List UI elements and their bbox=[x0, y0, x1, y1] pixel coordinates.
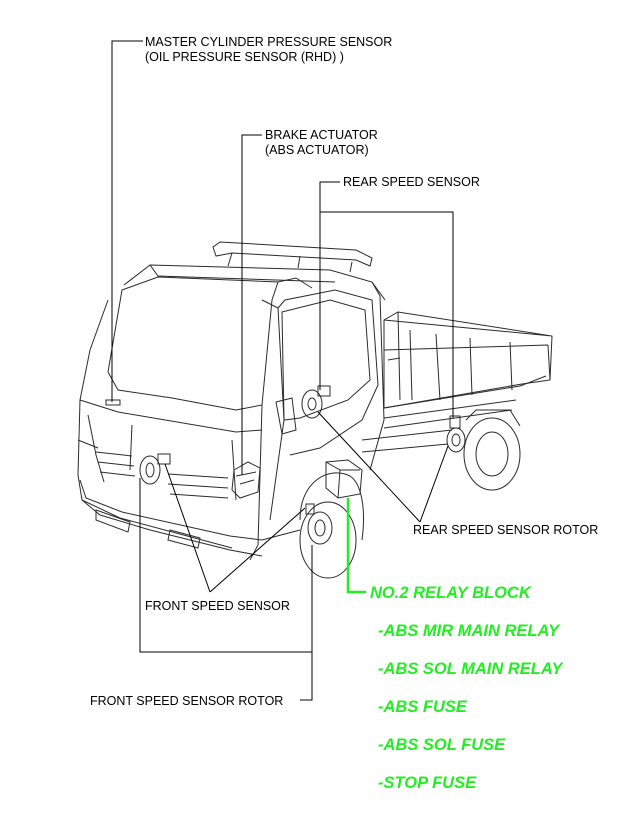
cab-roof bbox=[123, 264, 386, 301]
front-wheel bbox=[299, 501, 357, 579]
truck-bed bbox=[383, 311, 553, 409]
front-speed-sensor-rotor-left bbox=[139, 455, 161, 485]
rear-speed-sensor-rotor-leader-2 bbox=[419, 445, 449, 523]
brake-actuator-label-line2: (ABS ACTUATOR) bbox=[265, 143, 369, 157]
relay-block-leader bbox=[346, 498, 366, 594]
rear-speed-sensor-rotor-label: REAR SPEED SENSOR ROTOR bbox=[413, 523, 598, 537]
relay-block-label: NO.2 RELAY BLOCK bbox=[370, 584, 532, 602]
side-window bbox=[281, 299, 371, 421]
relay-item-abs-sol-main-relay: -ABS SOL MAIN RELAY bbox=[378, 660, 565, 678]
rear-speed-sensor-bracket bbox=[320, 211, 454, 418]
front-speed-sensor-left bbox=[157, 453, 171, 465]
rear-speed-sensor bbox=[449, 415, 461, 429]
front-wheel-arch bbox=[299, 472, 364, 541]
windshield bbox=[107, 276, 279, 411]
brake-actuator bbox=[231, 461, 261, 499]
front-speed-sensor-rotor-label: FRONT SPEED SENSOR ROTOR bbox=[90, 694, 283, 708]
relay-item-abs-mir-main-relay: -ABS MIR MAIN RELAY bbox=[378, 622, 561, 640]
brake-actuator-leader bbox=[241, 134, 262, 475]
master-cylinder-leader bbox=[111, 40, 143, 402]
relay-block bbox=[325, 459, 363, 499]
rear-speed-sensor-cab bbox=[317, 385, 331, 397]
relay-item-abs-sol-fuse: -ABS SOL FUSE bbox=[378, 736, 506, 754]
relay-item-abs-fuse: -ABS FUSE bbox=[378, 698, 468, 716]
relay-block-annotations: NO.2 RELAY BLOCK -ABS MIR MAIN RELAY -AB… bbox=[370, 584, 565, 792]
rear-speed-sensor-leader bbox=[319, 181, 340, 390]
grille bbox=[95, 451, 229, 499]
front-speed-sensor-leader-2 bbox=[209, 507, 306, 593]
front-speed-sensor-rotor-leader-2 bbox=[300, 545, 313, 701]
front-speed-sensor-rotor-leader bbox=[139, 478, 312, 653]
master-cylinder-label-line1: MASTER CYLINDER PRESSURE SENSOR bbox=[145, 35, 392, 49]
master-cylinder-pressure-sensor bbox=[105, 399, 121, 406]
rear-wheel bbox=[463, 417, 521, 491]
rear-speed-sensor-rotor bbox=[446, 427, 466, 453]
front-speed-sensor-rotor-right bbox=[307, 511, 333, 545]
truck-illustration bbox=[77, 241, 553, 579]
front-speed-sensor-label: FRONT SPEED SENSOR bbox=[145, 599, 290, 613]
master-cylinder-label-line2: (OIL PRESSURE SENSOR (RHD) ) bbox=[145, 50, 344, 64]
brake-actuator-label-line1: BRAKE ACTUATOR bbox=[265, 128, 378, 142]
roof-rack bbox=[212, 241, 373, 273]
rear-speed-sensor-label: REAR SPEED SENSOR bbox=[343, 175, 480, 189]
rear-speed-sensor-rotor-leader-1 bbox=[317, 411, 421, 523]
door-mirror bbox=[275, 397, 297, 435]
cab-front bbox=[77, 299, 263, 557]
relay-item-stop-fuse: -STOP FUSE bbox=[378, 774, 477, 792]
leader-lines bbox=[111, 40, 454, 701]
front-speed-sensor-leader-1 bbox=[164, 463, 211, 593]
component-labels: MASTER CYLINDER PRESSURE SENSOR (OIL PRE… bbox=[90, 35, 598, 708]
